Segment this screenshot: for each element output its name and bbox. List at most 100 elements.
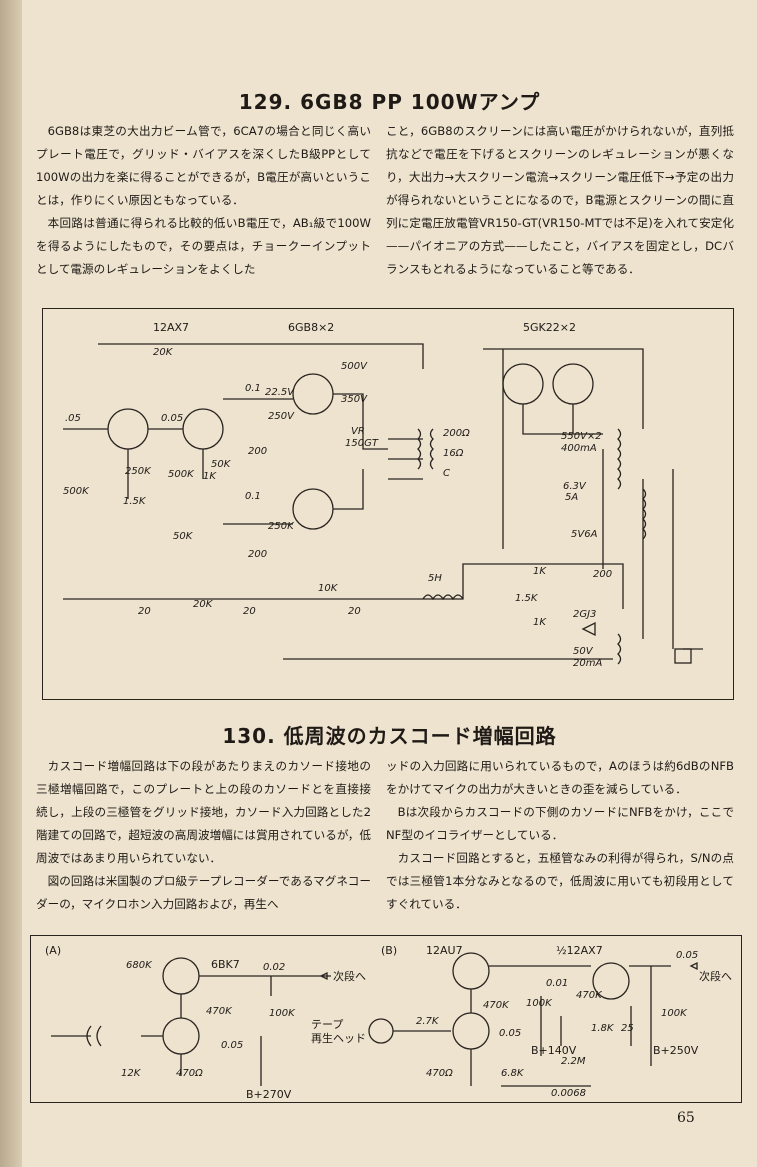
- label-b: (B): [381, 944, 397, 957]
- label-680k: 680K: [126, 960, 153, 971]
- label-250v: 250V: [268, 411, 295, 422]
- label-next-stage-b: 次段へ: [699, 969, 732, 983]
- tube-5gk22-a: [502, 363, 544, 405]
- label-6-3v: 6.3V: [563, 481, 587, 492]
- section-130-left-column: カスコード増幅回路は下の段があたりまえのカソード接地の三極増幅回路で，このプレー…: [36, 755, 371, 916]
- amplifier-schematic-svg: 12AX7 6GB8×2 5GK22×2 20K .05 500K 1.5K 0…: [63, 321, 703, 669]
- section-129-paragraph-1: 6GB8は東芝の大出力ビーム管で，6CA7の場合と同じく高いプレート電圧で，グリ…: [36, 124, 371, 207]
- label-0-05-c: 0.05: [676, 950, 698, 961]
- label-1-5k: 1.5K: [123, 496, 147, 507]
- label-5v6a: 5V6A: [571, 529, 598, 540]
- label-next-stage-a: 次段へ: [333, 969, 366, 983]
- label-0-02: 0.02: [263, 962, 285, 973]
- label-100k-c: 100K: [661, 1008, 688, 1019]
- tube-12au7-lower: [452, 1012, 490, 1050]
- label-200-c: 200: [593, 569, 612, 580]
- label-0-1-a: 0.1: [245, 383, 261, 394]
- label-c-terminal: C: [443, 468, 450, 479]
- tube-6bk7-upper: [162, 957, 200, 995]
- label-500v: 500V: [341, 361, 368, 372]
- label-10k: 10K: [318, 583, 339, 594]
- diode-2gj3: [581, 621, 596, 637]
- label-6-8k: 6.8K: [501, 1068, 525, 1079]
- label-12k: 12K: [121, 1068, 142, 1079]
- label-c-20-c: 20: [348, 606, 361, 617]
- label-tape: テープ: [311, 1018, 343, 1031]
- section-130-right-column: ッドの入力回路に用いられているもので，Aのほうは約6dBのNFBをかけてマイクの…: [386, 755, 734, 916]
- section-129-right-column: こと，6GB8のスクリーンには高い電圧がかけられないが，直列抵抗などで電圧を下げ…: [386, 120, 734, 281]
- label-5gk22: 5GK22×2: [523, 321, 576, 334]
- section-129-paragraph-2: 本回路は普通に得られる比較的低いB電圧で，AB₁級で100Wを得るようにしたもの…: [36, 216, 371, 276]
- cascode-schematic: (A) (B) 6BK7 680K 470K 0.02 次段へ 100K 0.0…: [30, 935, 742, 1103]
- book-page: 129. 6GB8 PP 100Wアンプ 6GB8は東芝の大出力ビーム管で，6C…: [22, 0, 757, 1167]
- label-200-ohm: 200Ω: [443, 428, 470, 439]
- label-6gb8: 6GB8×2: [288, 321, 334, 334]
- label-1k-b: 1K: [533, 617, 547, 628]
- label-250k-b: 250K: [268, 521, 295, 532]
- section-130-paragraph-5: カスコード回路とすると，五極管なみの利得が得られ，S/Nの点では三極管1本分なみ…: [386, 851, 734, 911]
- label-b-250v: B+250V: [653, 1044, 699, 1057]
- section-130-paragraph-4: Bは次段からカスコードの下側のカソードにNFBをかけ，ここでNF型のイコライザー…: [386, 805, 734, 842]
- label-c-in: .05: [65, 413, 81, 424]
- label-50v: 50V: [573, 646, 594, 657]
- label-c-20-b: 20: [243, 606, 256, 617]
- tube-6gb8-upper: [292, 373, 334, 415]
- label-250k: 250K: [125, 466, 152, 477]
- tube-6gb8-lower: [292, 488, 334, 530]
- label-playback-head: 再生ヘッド: [311, 1031, 366, 1045]
- choke-5h: [422, 594, 464, 601]
- label-470k-c: 470K: [576, 990, 603, 1001]
- section-129-title: 129. 6GB8 PP 100Wアンプ: [238, 90, 541, 114]
- label-1k: 1K: [203, 471, 217, 482]
- label-b-270v: B+270V: [246, 1088, 292, 1101]
- label-470-ohm-b: 470Ω: [426, 1068, 453, 1079]
- label-2-7k: 2.7K: [416, 1016, 440, 1027]
- label-0-05-a: 0.05: [221, 1040, 243, 1051]
- label-470k-b: 470K: [483, 1000, 510, 1011]
- label-c-20-a: 20: [138, 606, 151, 617]
- label-16-ohm: 16Ω: [443, 448, 464, 459]
- tube-12ax7-a: [107, 408, 149, 450]
- label-2gj3: 2GJ3: [573, 609, 596, 620]
- label-25: 25: [621, 1023, 634, 1034]
- label-0-01: 0.01: [546, 978, 568, 989]
- label-5h: 5H: [428, 573, 442, 584]
- section-130-title: 130. 低周波のカスコード増幅回路: [222, 724, 557, 748]
- label-350v: 350V: [341, 394, 368, 405]
- label-1-8k: 1.8K: [591, 1023, 615, 1034]
- page-number: 65: [677, 1110, 695, 1126]
- label-0-05: 0.05: [161, 413, 183, 424]
- label-a: (A): [45, 944, 61, 957]
- label-20ma: 20mA: [573, 658, 602, 669]
- playback-head: [368, 1018, 394, 1044]
- label-50k-b: 50K: [173, 531, 194, 542]
- label-500k: 500K: [63, 486, 90, 497]
- tube-12au7-upper: [452, 952, 490, 990]
- label-0-05-b: 0.05: [499, 1028, 521, 1039]
- label-2-2m: 2.2M: [561, 1056, 586, 1067]
- label-1k-a: 1K: [533, 566, 547, 577]
- label-200-b: 200: [248, 549, 267, 560]
- label-22-5v: 22.5V: [265, 387, 295, 398]
- label-500k-b: 500K: [168, 469, 195, 480]
- label-6bk7: 6BK7: [211, 958, 240, 971]
- label-20k-fb: 20K: [153, 347, 174, 358]
- label-0-0068: 0.0068: [551, 1088, 586, 1099]
- tube-6bk7-lower: [162, 1017, 200, 1055]
- label-470k-a: 470K: [206, 1006, 233, 1017]
- cascode-schematic-svg: (A) (B) 6BK7 680K 470K 0.02 次段へ 100K 0.0…: [45, 944, 732, 1101]
- label-b-140v: B+140V: [531, 1044, 577, 1057]
- label-half-12ax7: ½12AX7: [556, 944, 603, 957]
- label-12au7: 12AU7: [426, 944, 463, 957]
- label-150gt: 150GT: [345, 438, 379, 449]
- tube-5gk22-b: [552, 363, 594, 405]
- label-0-1-b: 0.1: [245, 491, 261, 502]
- label-20k-b: 20K: [193, 599, 214, 610]
- section-130-paragraph-2: 図の回路は米国製のプロ級テープレコーダーであるマグネコーダーの，マイクロホン入力…: [36, 874, 371, 911]
- label-100k-a: 100K: [269, 1008, 296, 1019]
- amplifier-schematic: 12AX7 6GB8×2 5GK22×2 20K .05 500K 1.5K 0…: [42, 308, 734, 700]
- section-129-paragraph-3: こと，6GB8のスクリーンには高い電圧がかけられないが，直列抵抗などで電圧を下げ…: [386, 124, 734, 276]
- tube-12ax7-half: [592, 962, 630, 1000]
- label-400ma: 400mA: [561, 443, 597, 454]
- label-5a: 5A: [565, 492, 578, 503]
